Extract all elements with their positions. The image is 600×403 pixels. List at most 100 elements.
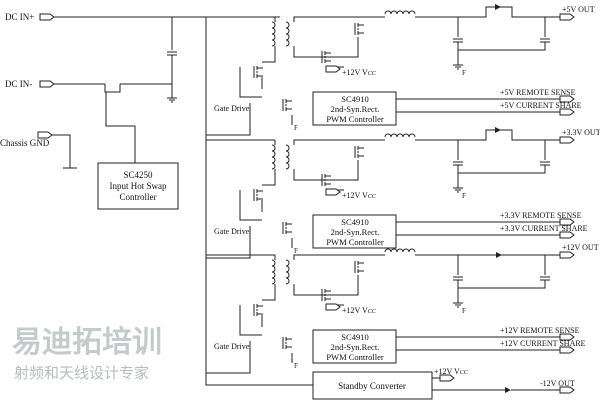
svg-text:易迪拓培训: 易迪拓培训 xyxy=(12,325,162,360)
standby-vcc: +12V VCC xyxy=(434,367,469,376)
inductor-icon xyxy=(384,10,416,15)
chassis-gnd-connector xyxy=(37,131,53,139)
chassis-gnd-label: Chassis GND xyxy=(0,138,50,148)
diode-icon xyxy=(495,4,501,10)
capacitor-icon xyxy=(167,51,177,56)
output-connector xyxy=(559,251,575,259)
ground-icon xyxy=(167,97,177,103)
wire xyxy=(206,341,251,374)
wire xyxy=(239,305,262,336)
wire xyxy=(293,37,359,58)
ground-label: F xyxy=(462,192,466,200)
ground-label: F xyxy=(462,307,466,315)
wire xyxy=(52,134,71,168)
inductor-icon xyxy=(384,133,416,138)
output-label: +3.3V OUT xyxy=(562,128,600,137)
transformer-winding-icon xyxy=(285,144,290,170)
wire xyxy=(105,92,136,163)
vcc-label: +12V VCC xyxy=(342,191,377,200)
controller-line1: 2nd-Syn.Rect. xyxy=(331,227,380,237)
output-label: +12V OUT xyxy=(562,243,599,252)
gate-drive-label: Gate Drive xyxy=(214,342,250,351)
minus-12v-connector xyxy=(559,386,575,394)
ground-label: F xyxy=(462,69,466,77)
wire xyxy=(239,190,262,221)
vcc-sub: CC xyxy=(368,309,377,315)
capacitor-icon xyxy=(540,276,550,281)
controller-line2: PWM Controller xyxy=(326,237,384,247)
pwm-controller-box xyxy=(312,329,397,364)
hot-swap-part: SC4250 xyxy=(123,170,153,180)
mosfet-icon xyxy=(354,146,364,158)
wire xyxy=(458,42,546,51)
vcc-text: +12V V xyxy=(342,191,368,200)
mosfet-icon xyxy=(282,222,292,234)
oring-fet-icon xyxy=(470,129,532,141)
remote-sense-connector xyxy=(559,218,575,226)
hot-swap-line1: Input Hot Swap xyxy=(110,181,167,191)
mosfet-icon xyxy=(354,261,364,273)
wire xyxy=(293,275,359,296)
dc-in-plus-connector xyxy=(39,13,55,21)
wire xyxy=(293,139,385,145)
vcc-connector xyxy=(325,65,341,73)
wire xyxy=(239,67,262,98)
diode-icon xyxy=(505,387,511,393)
svg-text:射频和天线设计专家: 射频和天线设计专家 xyxy=(14,364,149,382)
capacitor-icon xyxy=(453,161,463,166)
current-share-label: +5V CURRENT SHARE xyxy=(500,101,582,110)
oring-fet-icon xyxy=(470,6,532,18)
wire xyxy=(458,165,546,174)
output-connector xyxy=(559,136,575,144)
mosfet-icon xyxy=(253,304,263,316)
standby-vcc-connector xyxy=(439,374,455,382)
controller-line1: 2nd-Syn.Rect. xyxy=(331,104,380,114)
vcc-connector xyxy=(325,188,341,196)
standby-section: Standby Converter +12V VCC -12V OUT xyxy=(312,367,575,400)
remote-sense-label: +3.3V REMOTE SENSE xyxy=(500,211,582,220)
pwm-controller-box xyxy=(312,214,397,249)
wire xyxy=(206,103,251,136)
wire xyxy=(262,169,276,186)
inductor-icon xyxy=(384,248,416,253)
mosfet-icon xyxy=(253,189,263,201)
transformer-winding-icon xyxy=(285,21,290,47)
pwm-controller-box xyxy=(312,91,397,126)
controller-part: SC4910 xyxy=(341,217,368,227)
vcc-sub: CC xyxy=(368,71,377,77)
dc-in-minus-connector xyxy=(39,80,55,88)
current-share-connector xyxy=(559,108,575,116)
vcc-text: +12V V xyxy=(342,306,368,315)
diode-icon xyxy=(496,252,502,258)
capacitor-icon xyxy=(540,161,550,166)
transformer-winding-icon xyxy=(271,259,276,285)
standby-converter xyxy=(312,371,433,400)
minus-12v-out: -12V OUT xyxy=(540,379,575,388)
dc-in-minus-label: DC IN- xyxy=(5,79,32,89)
mosfet-icon xyxy=(282,337,292,349)
vcc-connector xyxy=(325,303,341,311)
current-share-label: +3.3V CURRENT SHARE xyxy=(500,224,588,233)
hot-swap-line2: Controller xyxy=(120,192,157,202)
current-share-connector xyxy=(559,346,575,354)
remote-sense-label: +5V REMOTE SENSE xyxy=(500,88,576,97)
gate-drive-label: Gate Drive xyxy=(214,227,250,236)
transformer-winding-icon xyxy=(285,259,290,285)
controller-part: SC4910 xyxy=(341,94,368,104)
wire xyxy=(262,46,276,63)
remote-sense-label: +12V REMOTE SENSE xyxy=(500,326,580,335)
mosfet-icon xyxy=(282,99,292,111)
ground-label: F xyxy=(294,362,298,370)
wire xyxy=(458,280,546,289)
wire xyxy=(205,17,313,386)
current-share-label: +12V CURRENT SHARE xyxy=(500,339,586,348)
output-connector xyxy=(559,13,575,21)
hot-swap-mosfet-icon xyxy=(104,84,121,93)
diode-icon xyxy=(495,127,501,133)
wire xyxy=(262,284,276,301)
remote-sense-connector xyxy=(559,95,575,103)
mosfet-icon xyxy=(321,174,331,186)
